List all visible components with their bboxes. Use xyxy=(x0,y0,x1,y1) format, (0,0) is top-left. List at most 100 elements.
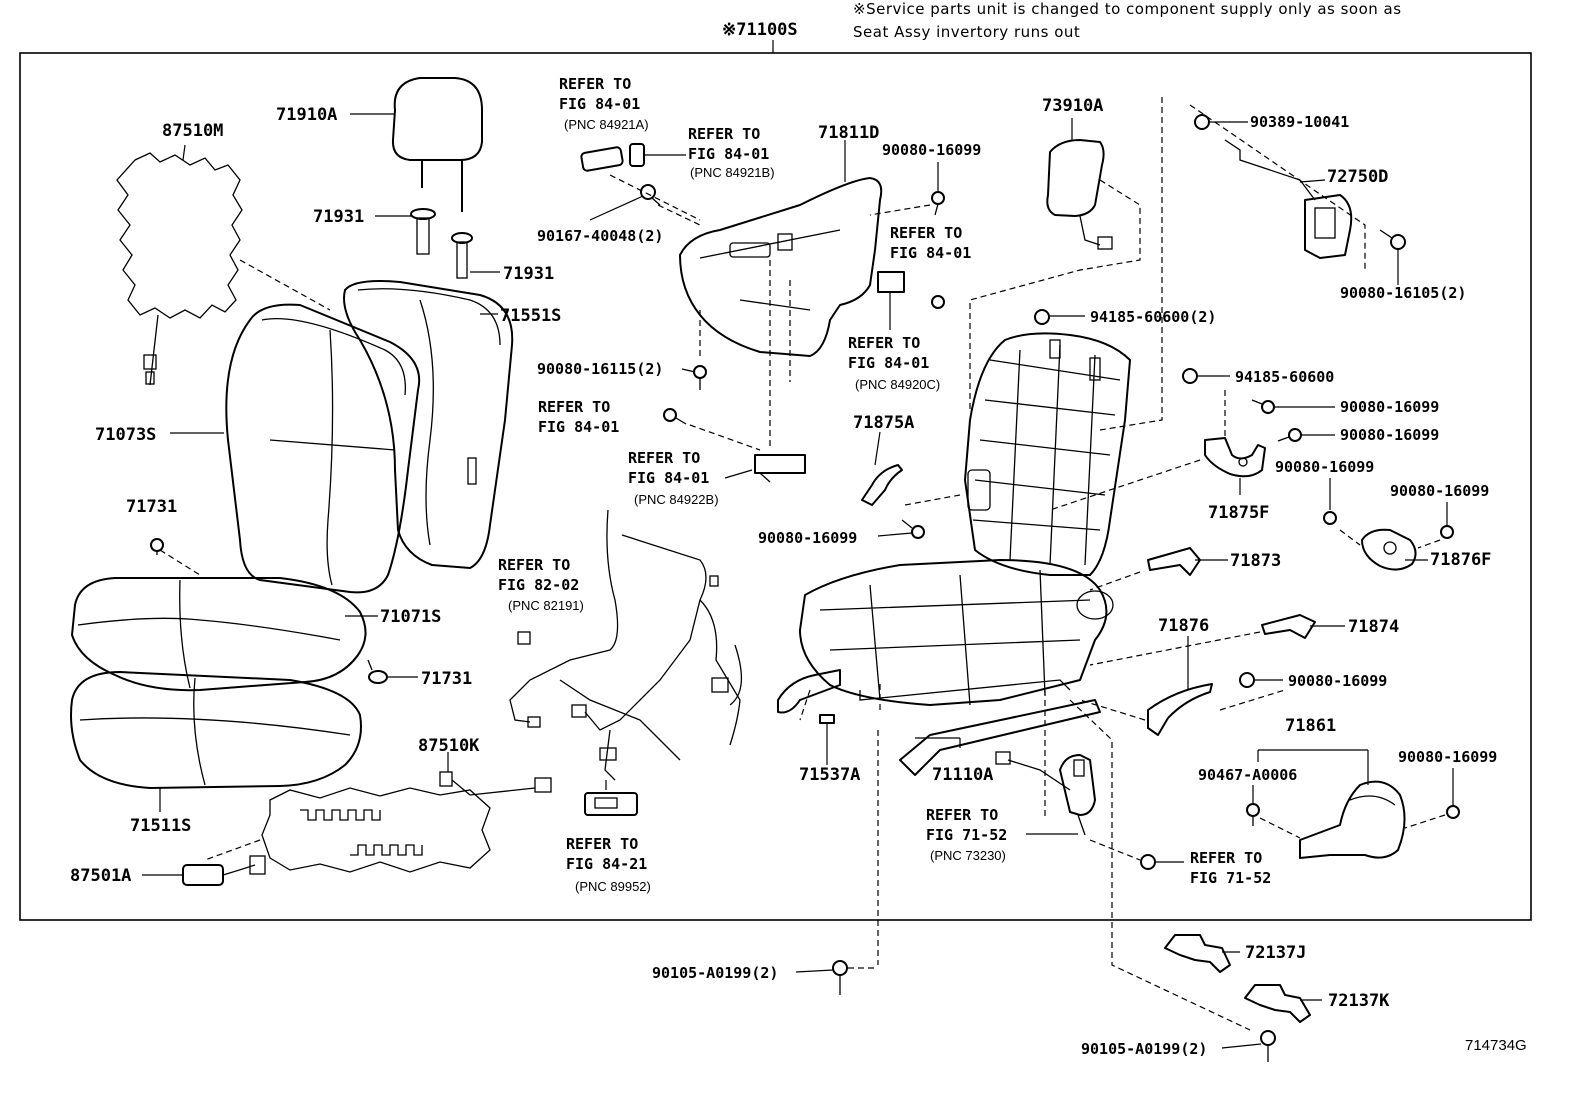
seat-side-cover xyxy=(679,177,883,357)
refer-r2-line2: FIG 84-01 xyxy=(688,145,769,163)
service-note-line2: Seat Assy invertory runs out xyxy=(853,23,1080,41)
refer-r4-pnc: (PNC 84920C) xyxy=(855,377,940,392)
label-71931-b: 71931 xyxy=(503,264,554,284)
cover-71875F xyxy=(1204,437,1266,478)
label-90080-16099-r3: 90080-16099 xyxy=(1275,458,1374,476)
refer-r1-line1: REFER TO xyxy=(559,75,631,93)
seat-cushion-cover xyxy=(71,577,367,692)
screw-90080-16099-r2 xyxy=(1277,428,1302,442)
refer-r2-line1: REFER TO xyxy=(688,125,760,143)
refer-r10-line2: FIG 71-52 xyxy=(1190,869,1271,887)
label-71731-a: 71731 xyxy=(126,497,177,517)
label-90080-16099-r6: 90080-16099 xyxy=(1398,748,1497,766)
nut-ref-71-52 xyxy=(1140,854,1156,870)
screw-90080-16099-top xyxy=(931,191,945,216)
cover-71874 xyxy=(1261,614,1316,639)
label-90080-16115: 90080-16115(2) xyxy=(537,360,663,378)
screw-90080-16099-mid xyxy=(901,519,925,539)
screw-90080-16099-r1 xyxy=(1251,399,1275,414)
refer-r6-line2: FIG 84-01 xyxy=(628,469,709,487)
label-90105-a: 90105-A0199(2) xyxy=(652,964,778,982)
label-71551S: 71551S xyxy=(500,306,561,326)
label-94185-2: 94185-60600(2) xyxy=(1090,308,1216,326)
cushion-heater-mat xyxy=(261,771,552,873)
headrest-guide-right xyxy=(451,232,473,279)
refer-r10-line1: REFER TO xyxy=(1190,849,1262,867)
bracket-72137J xyxy=(1164,934,1231,973)
bracket-72137K xyxy=(1244,984,1311,1023)
part-84-01-clip xyxy=(877,271,945,309)
label-90080-16099-top: 90080-16099 xyxy=(882,141,981,159)
refer-r6-pnc: (PNC 84922B) xyxy=(634,492,719,507)
recliner-72750D xyxy=(1224,139,1353,259)
figure-id: 714734G xyxy=(1465,1037,1527,1054)
refer-r7-pnc: (PNC 82191) xyxy=(508,598,584,613)
seat-cushion-pad xyxy=(70,671,362,789)
refer-r7-line1: REFER TO xyxy=(498,556,570,574)
switch-84921B xyxy=(629,143,645,167)
label-90080-16099-r1: 90080-16099 xyxy=(1340,398,1439,416)
cover-71876F xyxy=(1361,528,1417,571)
label-71874: 71874 xyxy=(1348,617,1399,637)
bolt-90105-a xyxy=(832,960,848,995)
label-90080-16099-r5: 90080-16099 xyxy=(1288,672,1387,690)
switch-84921A xyxy=(580,146,624,172)
label-71731-b: 71731 xyxy=(421,669,472,689)
label-71511S: 71511S xyxy=(130,816,191,836)
headrest xyxy=(391,77,483,212)
seatback-heater-mat xyxy=(116,152,243,386)
screw-90080-16099-r4 xyxy=(1440,525,1454,539)
screw-90080-16099-r3 xyxy=(1323,511,1337,525)
label-71073S: 71073S xyxy=(95,425,156,445)
headrest-guide-left xyxy=(410,208,436,255)
label-71910A: 71910A xyxy=(276,105,337,125)
label-71876: 71876 xyxy=(1158,616,1209,636)
label-94185: 94185-60600 xyxy=(1235,368,1334,386)
diagram-frame xyxy=(19,52,1532,921)
screw-90080-16099-r5 xyxy=(1239,672,1255,688)
refer-r8-line2: FIG 84-21 xyxy=(566,855,647,873)
refer-r7-line2: FIG 82-02 xyxy=(498,576,579,594)
nut-94185-60600-2 xyxy=(1034,309,1050,325)
clip-90467 xyxy=(1246,803,1260,826)
label-87501A: 87501A xyxy=(70,866,131,886)
label-90167: 90167-40048(2) xyxy=(537,227,663,245)
refer-r4-line2: FIG 84-01 xyxy=(848,354,929,372)
refer-r2-pnc: (PNC 84921B) xyxy=(690,165,775,180)
screw-90167 xyxy=(640,184,661,206)
clip-71731-upper xyxy=(150,538,164,555)
label-71811D: 71811D xyxy=(818,123,879,143)
side-airbag xyxy=(1046,139,1113,250)
label-73910A: 73910A xyxy=(1042,96,1103,116)
refer-r5-line2: FIG 84-01 xyxy=(538,418,619,436)
label-71931-a: 71931 xyxy=(313,207,364,227)
screw-90080-16115 xyxy=(693,365,707,390)
label-90080-16105: 90080-16105(2) xyxy=(1340,284,1466,302)
nut-90389 xyxy=(1194,114,1210,130)
unit-84922B xyxy=(754,454,806,483)
label-90389: 90389-10041 xyxy=(1250,113,1349,131)
refer-r8-pnc: (PNC 89952) xyxy=(575,879,651,894)
label-72137J: 72137J xyxy=(1245,943,1306,963)
label-72137K: 72137K xyxy=(1328,991,1390,1011)
label-87510K: 87510K xyxy=(418,736,480,756)
refer-r1-line2: FIG 84-01 xyxy=(559,95,640,113)
assembly-label: ※71100S xyxy=(722,20,798,40)
cover-71873 xyxy=(1147,547,1201,576)
label-71537A: 71537A xyxy=(799,765,860,785)
refer-r6-line1: REFER TO xyxy=(628,449,700,467)
label-71861: 71861 xyxy=(1285,716,1336,736)
wire-harness-82191 xyxy=(509,509,743,781)
seatback-pad xyxy=(343,280,514,569)
seatback-cover xyxy=(225,303,421,594)
knob-71861 xyxy=(1299,780,1406,859)
refer-r5-line1: REFER TO xyxy=(538,398,610,416)
connector-87501A xyxy=(182,855,266,886)
label-71875A: 71875A xyxy=(853,413,914,433)
part-71537A xyxy=(819,714,835,724)
label-71876F: 71876F xyxy=(1430,550,1491,570)
label-87510M: 87510M xyxy=(162,121,223,141)
label-71110A: 71110A xyxy=(932,765,993,785)
seat-belt-buckle xyxy=(995,751,1096,836)
